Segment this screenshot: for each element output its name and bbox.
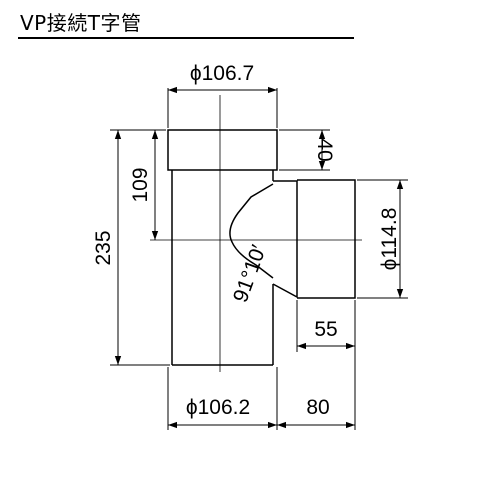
label-top-socket-depth: 40 [313,138,336,161]
page-title: VP接続T字管 [20,11,142,35]
label-55: 55 [314,318,337,341]
dimension-labels: ϕ106.7 40 109 235 ϕ114.8 91°10′ 55 ϕ106.… [92,62,401,419]
main-pipe [167,129,278,366]
branch-spigot [272,180,298,299]
dimension-lines [114,86,404,429]
branch-socket [297,179,356,299]
label-235: 235 [92,230,115,265]
label-80: 80 [306,396,329,419]
label-109: 109 [129,167,152,202]
label-branch-diameter: ϕ114.8 [378,208,401,271]
centerlines [150,95,362,372]
branch-intersection-curve [229,183,274,279]
label-branch-angle: 91°10′ [229,242,271,305]
branch-pipe [272,179,356,299]
title-underline [18,37,354,39]
top-socket [167,129,278,171]
label-bottom-diameter: ϕ106.2 [186,396,250,419]
label-top-diameter: ϕ106.7 [190,62,254,85]
